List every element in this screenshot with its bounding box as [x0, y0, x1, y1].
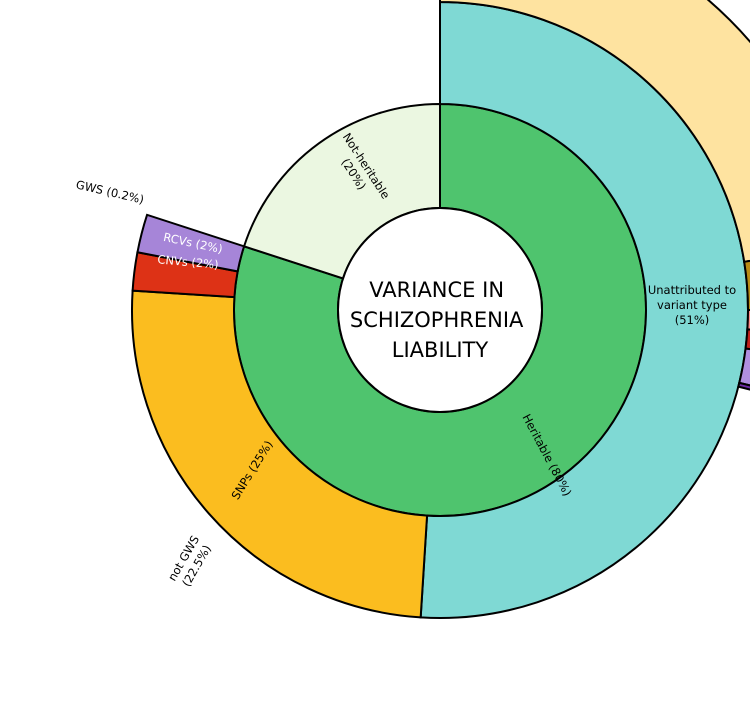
label-line: variant type	[657, 298, 727, 312]
label-line: Unattributed to	[648, 283, 736, 297]
segment-rcvs-gws	[737, 381, 750, 391]
center-title-line-3: LIABILITY	[392, 338, 489, 362]
label-snps-gws: GWS (2.5%)	[40, 299, 109, 313]
center-title-line-1: VARIANCE IN	[369, 278, 504, 302]
label-snps-not-gws: not GWS(22.5%)	[165, 533, 215, 591]
label-line: GWS (2.5%)	[40, 299, 109, 313]
label-line: (51%)	[675, 313, 710, 327]
segment-snps-not-gws	[439, 0, 750, 263]
segments-layer	[131, 0, 750, 619]
center-circle	[337, 207, 543, 413]
label-line: GWS (0.2%)	[75, 177, 146, 206]
label-cnvs: CNVs (2%)	[157, 252, 219, 271]
center-title-line-2: SCHIZOPHRENIA	[350, 308, 524, 332]
segment-snps	[131, 289, 429, 619]
label-rcvs-gws: GWS (0.2%)	[75, 177, 146, 206]
segment-rcvs	[136, 213, 246, 273]
label-line: CNVs (2%)	[157, 252, 219, 271]
label-cnvs-gws: GWS (1%)	[56, 247, 115, 265]
center-title: VARIANCE IN SCHIZOPHRENIA LIABILITY	[350, 278, 530, 362]
label-line: GWS (1%)	[56, 247, 115, 265]
